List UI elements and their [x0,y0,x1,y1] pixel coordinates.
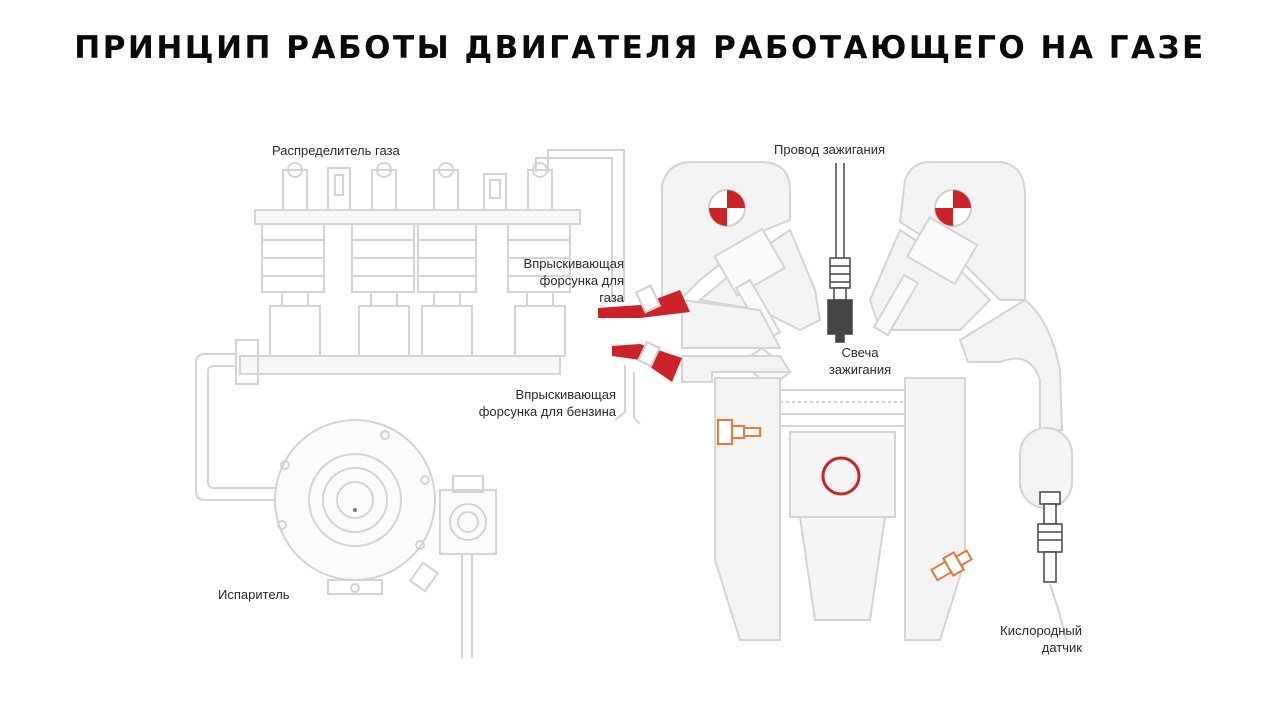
evaporator-unit [274,419,440,595]
spark-plug [827,257,853,343]
temperature-sensor [717,419,761,445]
gas-pipes [195,149,641,501]
oxygen-sensor [1037,491,1063,583]
exhaust-camshaft [934,189,972,227]
distributor-injector-3 [417,162,477,357]
gas-distributor-label: Распределитель газа [272,143,400,158]
ignition-wire [835,163,845,258]
intake-port [681,298,792,383]
ignition-wire-label: Провод зажигания [774,142,886,157]
evaporator-label: Испаритель [218,587,290,602]
piston-pin [821,456,861,496]
exhaust-valve [872,216,979,337]
exhaust-manifold [958,298,1073,509]
petrol-injector-body [637,340,661,368]
solenoid-valve [439,475,497,658]
spark-plug-label: Свеча зажигания [828,345,892,377]
cylinder-liner [780,389,905,427]
oxygen-sensor-wire [1049,583,1067,641]
gas-distributor-rail [235,162,581,385]
piston [789,431,896,621]
petrol-injector-label: Впрыскивающая форсунка для бензина [478,387,616,419]
oxygen-sensor-label: Кислородный датчик [1000,623,1082,655]
distributor-injector-1 [261,162,325,357]
knock-sensor [930,549,973,582]
gas-injector-label: Впрыскивающая форсунка для газа [523,256,624,305]
page-title: ПРИНЦИП РАБОТЫ ДВИГАТЕЛЯ РАБОТАЮЩЕГО НА … [74,30,1206,66]
distributor-injector-2 [351,162,415,357]
intake-camshaft [708,189,746,227]
gas-injector-body [634,284,662,314]
